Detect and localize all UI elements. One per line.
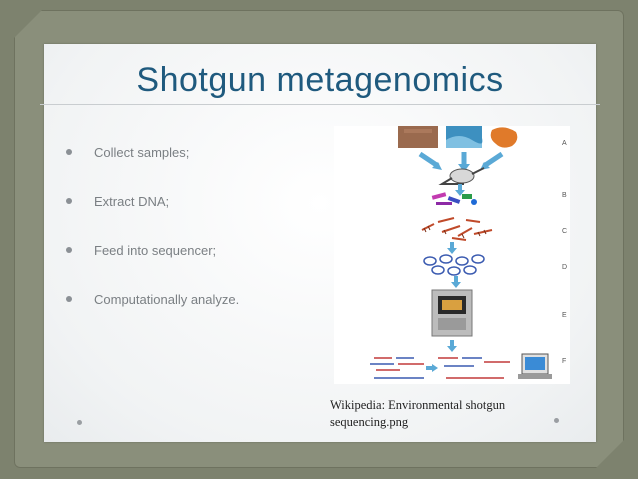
bullet-item: Extract DNA; [66, 193, 239, 209]
bullet-item: Collect samples; [66, 144, 239, 160]
bullet-item: Feed into sequencer; [66, 242, 239, 258]
bullet-text: Computationally analyze. [94, 291, 240, 307]
title-divider [40, 104, 600, 105]
bullet-text: Extract DNA; [94, 193, 170, 209]
panel-label: F [562, 358, 567, 365]
panel-label: D [562, 264, 568, 271]
corner-dot-icon [77, 420, 82, 425]
bullet-list: Collect samples; Extract DNA; Feed into … [66, 144, 239, 340]
slide: Shotgun metagenomics Collect samples; Ex… [40, 44, 600, 442]
shotgun-diagram [370, 126, 552, 379]
figure-caption: Wikipedia: Environmental shotgun sequenc… [330, 397, 570, 431]
panel-label: E [562, 312, 567, 319]
bullet-item: Computationally analyze. [66, 291, 239, 307]
panel-label: C [562, 228, 568, 235]
bullet-dot-icon [66, 296, 72, 302]
shotgun-sequencing-figure: A B C D E F [334, 126, 570, 384]
bullet-dot-icon [66, 198, 72, 204]
corner-dot-icon [554, 418, 559, 423]
slide-title: Shotgun metagenomics [136, 61, 504, 99]
bullet-dot-icon [66, 149, 72, 155]
caption-line: sequencing.png [330, 415, 409, 429]
bullet-text: Collect samples; [94, 144, 190, 160]
caption-line: Wikipedia: Environmental shotgun [330, 398, 506, 412]
bullet-dot-icon [66, 247, 72, 253]
panel-label: B [562, 192, 567, 199]
panel-label: A [562, 140, 567, 147]
gut-sample-image [490, 127, 518, 148]
bullet-text: Feed into sequencer; [94, 242, 217, 258]
